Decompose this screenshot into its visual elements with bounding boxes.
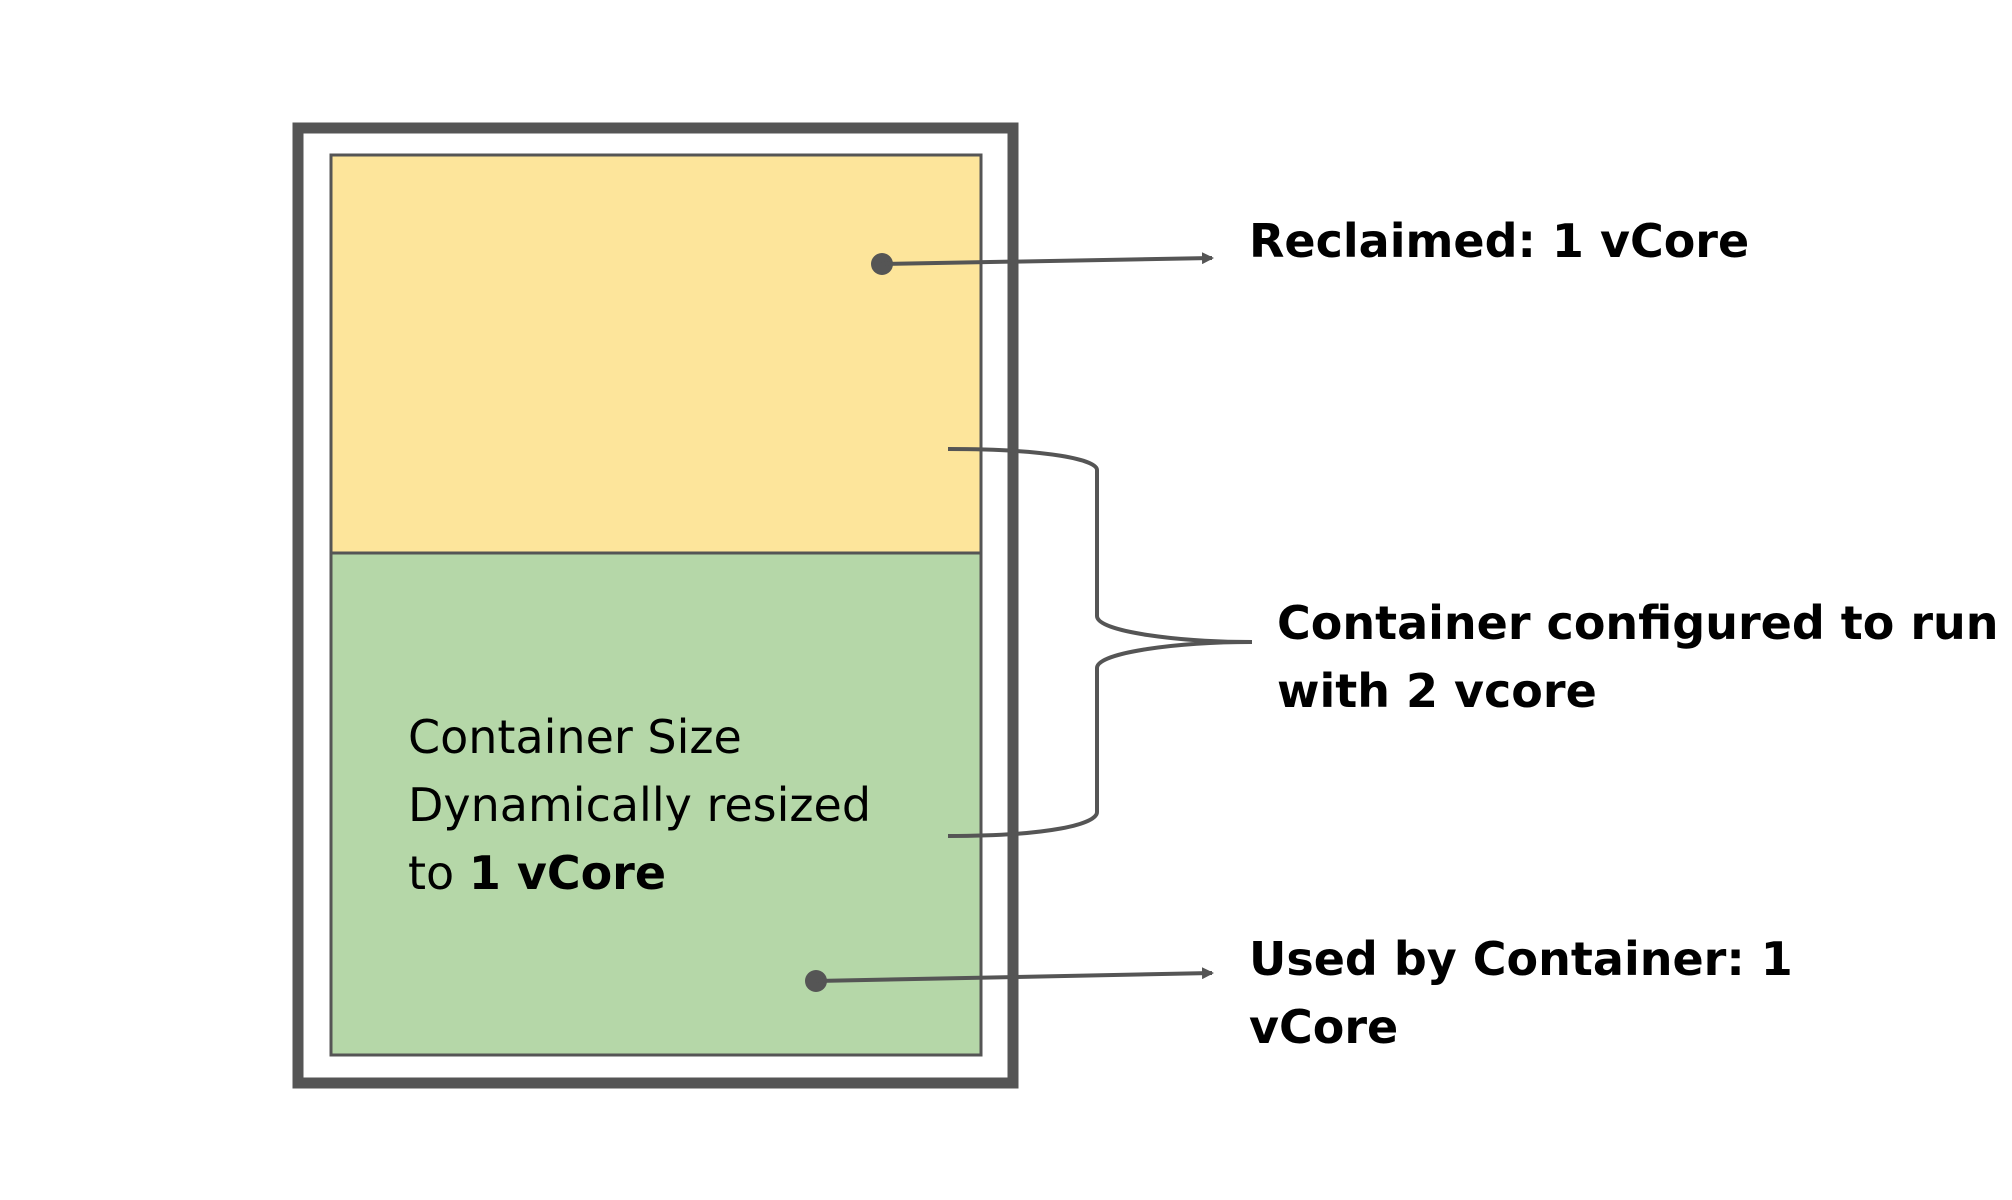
inner-caption-line-1: Container Size bbox=[408, 710, 742, 764]
inner-region-caption: Container Size Dynamically resized to 1 … bbox=[408, 703, 871, 907]
reclaimed-arrow bbox=[881, 252, 1214, 266]
inner-caption-line-3: to 1 vCore bbox=[408, 839, 871, 907]
inner-caption-line-2: Dynamically resized bbox=[408, 778, 872, 832]
configured-label-line-2: with 2 vcore bbox=[1277, 664, 1597, 718]
reclaimed-region bbox=[329, 153, 983, 555]
reclaimed-label: Reclaimed: 1 vCore bbox=[1249, 207, 1749, 275]
reclaimed-label-text: Reclaimed: 1 vCore bbox=[1249, 214, 1750, 268]
used-arrow bbox=[815, 967, 1214, 983]
used-label-line-1: Used by Container: 1 bbox=[1249, 932, 1793, 986]
used-label-line-2: vCore bbox=[1249, 1000, 1399, 1054]
used-label: Used by Container: 1 vCore bbox=[1249, 925, 1793, 1061]
inner-caption-line-3-value: 1 vCore bbox=[468, 846, 667, 900]
configured-brace bbox=[947, 447, 1253, 838]
inner-caption-line-3-prefix: to bbox=[408, 846, 469, 900]
configured-label-line-1: Container configured to run bbox=[1277, 596, 1999, 650]
used-region bbox=[329, 551, 983, 1057]
configured-label: Container configured to run with 2 vcore bbox=[1277, 589, 1999, 725]
